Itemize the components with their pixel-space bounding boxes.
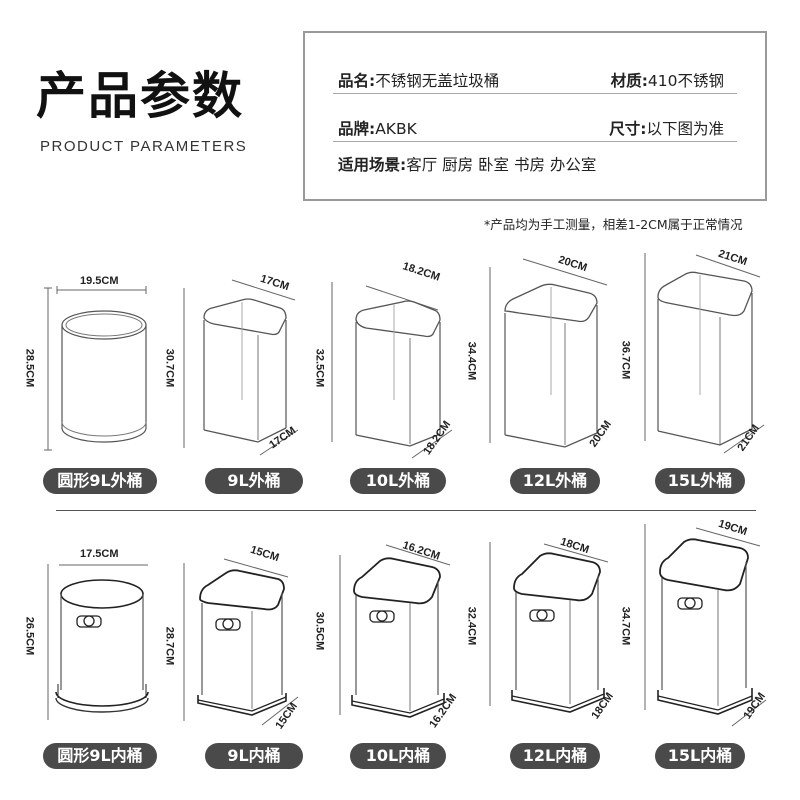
12l-inner-height: 32.4CM: [465, 606, 478, 646]
round-outer-height: 28.5CM: [23, 348, 36, 388]
square-bin-15l-outer-illustration: [644, 253, 765, 454]
page-title: 产品参数: [36, 67, 244, 125]
size-value: 以下图为准: [646, 120, 724, 138]
name-value: 不锈钢无盖垃圾桶: [375, 72, 500, 90]
round-bin-inner-illustration: [47, 564, 149, 720]
info-row-brand-size: 品牌:AKBK 尺寸:以下图为准: [338, 117, 732, 145]
round-outer-width: 19.5CM: [80, 275, 119, 287]
square-bin-9l-outer-illustration: [183, 279, 299, 456]
product-info-box: 品名:不锈钢无盖垃圾桶 材质:410不锈钢 品牌:AKBK 尺寸:以下图为准 适…: [303, 31, 767, 201]
name-label: 品名:: [338, 72, 376, 90]
round-inner-width: 17.5CM: [80, 548, 119, 560]
9l-inner-height: 28.7CM: [163, 626, 176, 666]
label-10l-outer: 10L外桶: [350, 468, 446, 494]
round-inner-height: 26.5CM: [23, 616, 36, 656]
square-bin-12l-inner-illustration: [489, 542, 609, 713]
page-subtitle: PRODUCT PARAMETERS: [40, 138, 248, 155]
label-9l-outer: 9L外桶: [205, 468, 303, 494]
scene-label: 适用场景:: [338, 156, 407, 174]
label-12l-outer: 12L外桶: [510, 468, 600, 494]
brand-value: AKBK: [375, 120, 417, 138]
size-label: 尺寸:: [609, 120, 647, 138]
label-9l-inner: 9L内桶: [205, 743, 303, 769]
material-label: 材质:: [610, 72, 648, 90]
info-row-scene: 适用场景:客厅 厨房 卧室 书房 办公室: [338, 153, 732, 181]
label-round-9l-inner: 圆形9L内桶: [43, 743, 157, 769]
15l-outer-height: 36.7CM: [619, 340, 632, 380]
label-round-9l-outer: 圆形9L外桶: [43, 468, 157, 494]
10l-outer-height: 32.5CM: [313, 348, 326, 388]
label-15l-outer: 15L外桶: [655, 468, 745, 494]
label-15l-inner: 15L内桶: [655, 743, 745, 769]
info-divider: [333, 93, 737, 94]
12l-outer-height: 34.4CM: [465, 341, 478, 381]
square-bin-10l-outer-illustration: [331, 282, 453, 459]
15l-inner-height: 34.7CM: [619, 606, 632, 646]
material-value: 410不锈钢: [647, 72, 724, 90]
round-bin-outer-illustration: [44, 286, 147, 451]
square-bin-12l-outer-illustration: [489, 258, 608, 448]
square-bin-10l-inner-illustration: [339, 544, 451, 718]
brand-label: 品牌:: [338, 120, 376, 138]
info-row-name-material: 品名:不锈钢无盖垃圾桶 材质:410不锈钢: [338, 69, 732, 97]
label-12l-inner: 12L内桶: [510, 743, 600, 769]
size-field: 尺寸:以下图为准: [609, 117, 724, 139]
section-divider: [56, 510, 756, 511]
square-bin-15l-inner-illustration: [644, 524, 767, 727]
measurement-note: *产品均为手工测量，相差1-2CM属于正常情况: [484, 217, 743, 232]
label-10l-inner: 10L内桶: [350, 743, 446, 769]
10l-inner-height: 30.5CM: [313, 611, 326, 651]
scene-value: 客厅 厨房 卧室 书房 办公室: [406, 156, 597, 174]
material-field: 材质:410不锈钢: [611, 69, 724, 91]
9l-outer-height: 30.7CM: [163, 348, 176, 388]
square-bin-9l-inner-illustration: [183, 558, 299, 726]
info-divider: [333, 141, 737, 142]
